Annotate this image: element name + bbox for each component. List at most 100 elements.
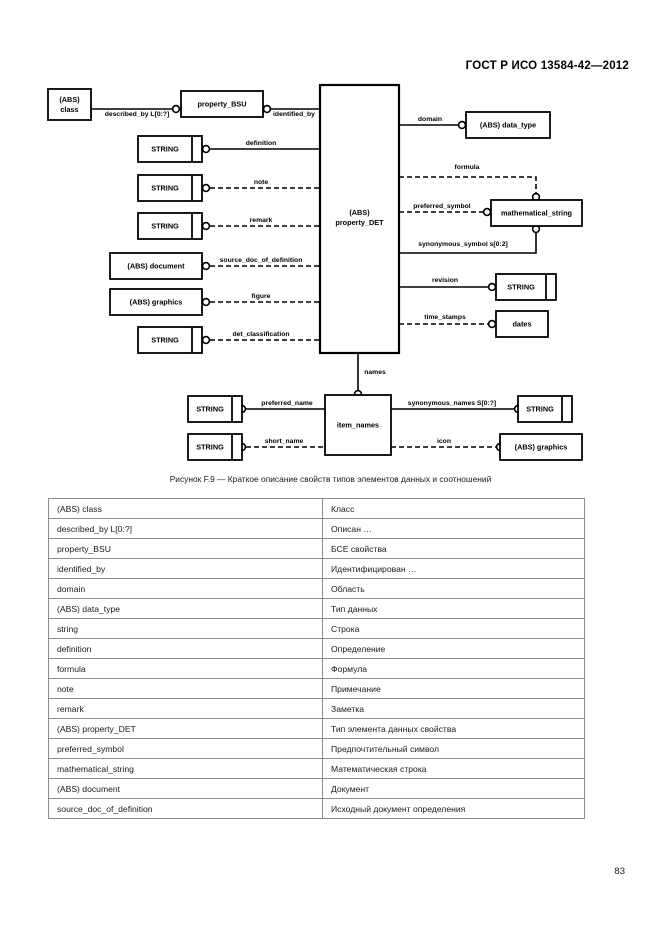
rel-label-figure: figure (252, 293, 271, 300)
endpoint-circle-identified-by (262, 104, 272, 114)
glossary-term-cell: mathematical_string (48, 758, 323, 779)
glossary-translation-cell: Тип элемента данных свойства (322, 718, 585, 739)
entity-dates-label: dates (512, 319, 531, 328)
table-row: described_by L[0:?]Описан … (48, 518, 585, 539)
entity-abs-document[interactable]: (ABS) document (109, 252, 203, 280)
express-g-diagram: (ABS) class property_BSU (ABS) property_… (47, 83, 583, 461)
glossary-translation-cell: Класс (322, 498, 585, 519)
page-number: 83 (614, 866, 625, 877)
entity-abs-property-det-label-line1: (ABS) (349, 208, 370, 217)
glossary-translation-cell: Тип данных (322, 598, 585, 619)
glossary-term-cell: string (48, 618, 323, 639)
connector-synonymous-symbol (399, 226, 537, 254)
entity-string-short-name-label: STRING (196, 442, 224, 451)
rel-label-revision: revision (432, 277, 458, 284)
document-standard-reference: ГОСТ Р ИСО 13584-42—2012 (465, 60, 629, 72)
entity-abs-class-label-line1: (ABS) (59, 95, 80, 104)
glossary-translation-cell: Определение (322, 638, 585, 659)
rel-label-formula: formula (455, 164, 480, 171)
entity-abs-data-type-label: (ABS) data_type (480, 120, 536, 129)
endpoint-circle-note (201, 183, 211, 193)
glossary-translation-cell: Строка (322, 618, 585, 639)
rel-label-source-doc-of-definition: source_doc_of_definition (220, 257, 303, 264)
entity-item-names-label: item_names (337, 420, 379, 429)
glossary-translation-cell: Область (322, 578, 585, 599)
entity-abs-class[interactable]: (ABS) class (47, 88, 92, 121)
glossary-term-cell: formula (48, 658, 323, 679)
glossary-translation-cell: Исходный документ определения (322, 798, 585, 819)
entity-abs-graphics-label: (ABS) graphics (130, 297, 183, 306)
connector-formula (399, 176, 537, 200)
entity-string-det-classification[interactable]: STRING (137, 326, 203, 354)
entity-string-remark[interactable]: STRING (137, 212, 203, 240)
glossary-term-cell: source_doc_of_definition (48, 798, 323, 819)
rel-label-identified-by: identified_by (273, 111, 315, 118)
rel-label-det-classification: det_classification (232, 331, 289, 338)
entity-string-preferred-name-label: STRING (196, 404, 224, 413)
glossary-translation-cell: Предпочтительный символ (322, 738, 585, 759)
entity-string-definition[interactable]: STRING (137, 135, 203, 163)
glossary-term-cell: (ABS) class (48, 498, 323, 519)
glossary-term-cell: definition (48, 638, 323, 659)
entity-dates[interactable]: dates (495, 310, 549, 338)
glossary-term-cell: (ABS) property_DET (48, 718, 323, 739)
endpoint-circle-source-doc (201, 261, 211, 271)
endpoint-circle-revision (487, 282, 497, 292)
entity-string-note[interactable]: STRING (137, 174, 203, 202)
endpoint-circle-figure (201, 297, 211, 307)
entity-abs-graphics-icon-label: (ABS) graphics (515, 442, 568, 451)
rel-label-note: note (254, 179, 269, 186)
entity-property-bsu[interactable]: property_BSU (180, 90, 264, 118)
entity-string-preferred-name[interactable]: STRING (187, 395, 243, 423)
entity-abs-graphics[interactable]: (ABS) graphics (109, 288, 203, 316)
glossary-term-cell: preferred_symbol (48, 738, 323, 759)
glossary-term-cell: remark (48, 698, 323, 719)
glossary-translation-cell: Идентифицирован … (322, 558, 585, 579)
glossary-translation-cell: Описан … (322, 518, 585, 539)
rel-label-time-stamps: time_stamps (424, 314, 466, 321)
glossary-term-cell: property_BSU (48, 538, 323, 559)
glossary-translation-cell: БСЕ свойства (322, 538, 585, 559)
glossary-term-cell: described_by L[0:?] (48, 518, 323, 539)
glossary-term-cell: (ABS) data_type (48, 598, 323, 619)
entity-mathematical-string-label: mathematical_string (501, 208, 572, 217)
entity-string-det-classification-label: STRING (151, 335, 179, 344)
entity-mathematical-string[interactable]: mathematical_string (490, 199, 583, 227)
entity-abs-document-label: (ABS) document (127, 261, 185, 270)
entity-string-short-name[interactable]: STRING (187, 433, 243, 461)
entity-string-synonymous-names-label: STRING (526, 404, 554, 413)
rel-label-synonymous-symbol: synonymous_symbol s[0:2] (418, 241, 508, 248)
entity-abs-graphics-icon[interactable]: (ABS) graphics (499, 433, 583, 461)
rel-label-synonymous-names: synonymous_names S[0:?] (408, 400, 496, 407)
rel-label-remark: remark (250, 217, 273, 224)
rel-label-domain: domain (418, 116, 442, 123)
endpoint-circle-det-classification (201, 335, 211, 345)
entity-string-synonymous-names[interactable]: STRING (517, 395, 573, 423)
entity-string-revision-label: STRING (507, 282, 535, 291)
entity-string-revision[interactable]: STRING (495, 273, 557, 301)
entity-abs-data-type[interactable]: (ABS) data_type (465, 111, 551, 139)
glossary-term-cell: (ABS) document (48, 778, 323, 799)
entity-string-definition-label: STRING (151, 144, 179, 153)
entity-item-names[interactable]: item_names (324, 394, 392, 456)
endpoint-circle-time-stamps (487, 319, 497, 329)
entity-abs-property-det-label-line2: property_DET (335, 218, 384, 227)
endpoint-circle-described-by (171, 104, 181, 114)
rel-label-short-name: short_name (265, 438, 304, 445)
entity-abs-property-det[interactable]: (ABS) property_DET (318, 83, 401, 355)
entity-abs-class-label-line2: class (60, 105, 78, 114)
